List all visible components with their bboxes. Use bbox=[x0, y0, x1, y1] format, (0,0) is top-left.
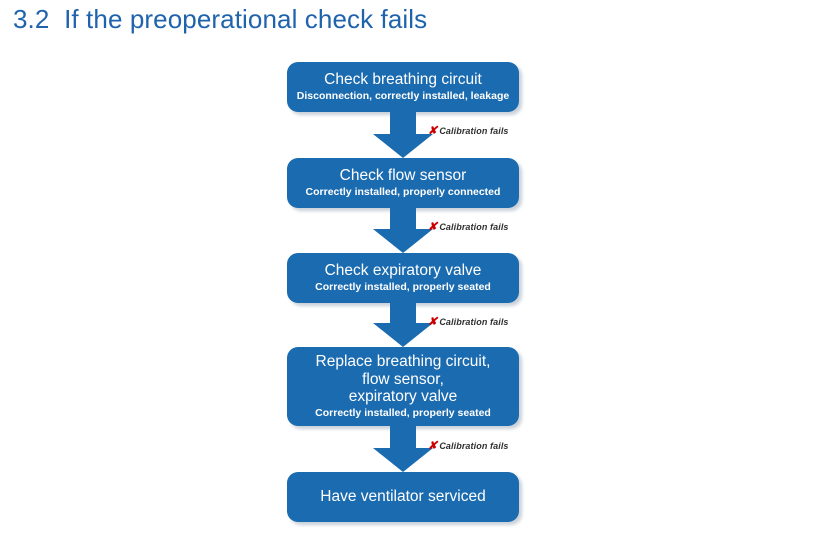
flow-connector-label-2: ✘Calibration fails bbox=[428, 220, 509, 233]
flow-connector-label-text: Calibration fails bbox=[439, 126, 509, 136]
flow-node-have-ventilator-serviced[interactable]: Have ventilator serviced bbox=[287, 472, 519, 522]
flow-connector-label-text: Calibration fails bbox=[439, 441, 509, 451]
flow-connector-label-text: Calibration fails bbox=[439, 222, 509, 232]
flow-node-title: Check expiratory valve bbox=[324, 262, 482, 280]
down-arrow-icon bbox=[373, 426, 433, 472]
down-arrow-icon bbox=[373, 112, 433, 158]
flow-node-check-breathing-circuit[interactable]: Check breathing circuit Disconnection, c… bbox=[287, 62, 519, 112]
flow-connector-label-3: ✘Calibration fails bbox=[428, 315, 509, 328]
down-arrow-icon bbox=[373, 208, 433, 253]
x-mark-icon: ✘ bbox=[428, 440, 438, 452]
flow-node-title: Replace breathing circuit, flow sensor, … bbox=[315, 353, 491, 406]
flow-node-subtitle: Correctly installed, properly connected bbox=[305, 185, 501, 198]
flow-node-subtitle: Disconnection, correctly installed, leak… bbox=[296, 89, 510, 102]
flow-connector-label-text: Calibration fails bbox=[439, 317, 509, 327]
flow-connector-2 bbox=[373, 208, 433, 254]
page-title: 3.2 If the preoperational check fails bbox=[13, 4, 428, 34]
flow-node-check-expiratory-valve[interactable]: Check expiratory valve Correctly install… bbox=[287, 253, 519, 303]
flow-node-subtitle: Correctly installed, properly seated bbox=[315, 280, 491, 293]
flow-connector-label-4: ✘Calibration fails bbox=[428, 439, 509, 452]
x-mark-icon: ✘ bbox=[428, 125, 438, 137]
down-arrow-icon bbox=[373, 303, 433, 347]
x-mark-icon: ✘ bbox=[428, 316, 438, 328]
flow-node-title: Check flow sensor bbox=[339, 167, 467, 185]
flow-node-replace-components[interactable]: Replace breathing circuit, flow sensor, … bbox=[287, 347, 519, 426]
flow-node-check-flow-sensor[interactable]: Check flow sensor Correctly installed, p… bbox=[287, 158, 519, 208]
flow-node-title: Have ventilator serviced bbox=[320, 488, 486, 506]
flow-node-title: Check breathing circuit bbox=[324, 71, 482, 89]
flow-connector-1 bbox=[373, 112, 433, 158]
flow-connector-label-1: ✘Calibration fails bbox=[428, 124, 509, 137]
flow-connector-3 bbox=[373, 303, 433, 349]
flow-node-subtitle: Correctly installed, properly seated bbox=[315, 406, 491, 419]
x-mark-icon: ✘ bbox=[428, 221, 438, 233]
flow-connector-4 bbox=[373, 426, 433, 472]
